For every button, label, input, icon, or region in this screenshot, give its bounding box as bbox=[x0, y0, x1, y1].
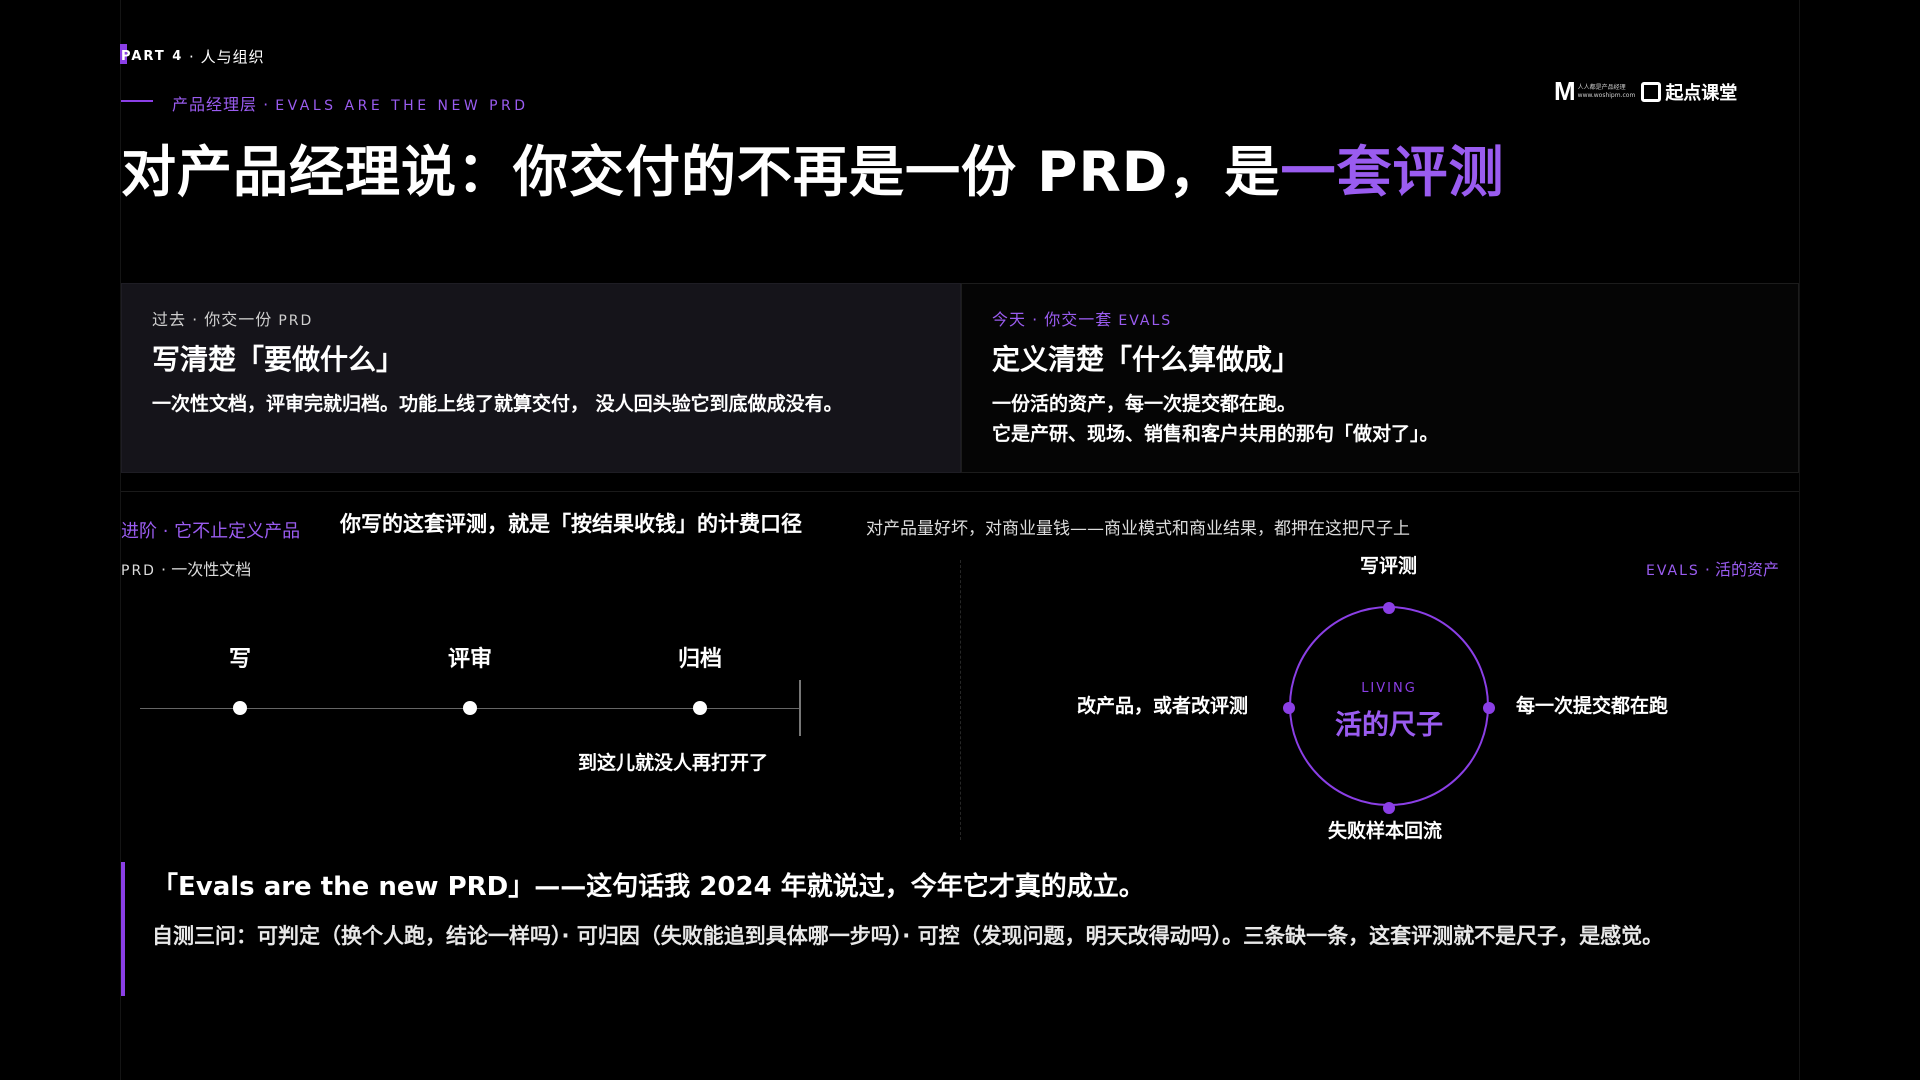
section-divider bbox=[121, 491, 1799, 492]
timeline-dot-archive bbox=[693, 701, 707, 715]
timeline-step-label-review: 评审 bbox=[447, 647, 492, 672]
advance-label: 进阶 · 它不止定义产品 bbox=[121, 521, 301, 542]
advance-subtext: 对产品量好坏，对商业量钱——商业模式和商业结果，都押在这把尺子上 bbox=[866, 519, 1410, 539]
cycle-label-top: 写评测 bbox=[1360, 555, 1418, 577]
past-card: 过去 · 你交一份 PRD 写清楚「要做什么」 一次性文档，评审完就归档。功能上… bbox=[121, 283, 961, 473]
quote-headline: 「Evals are the new PRD」——这句话我 2024 年就说过，… bbox=[152, 872, 1145, 902]
grid-line-right bbox=[1799, 0, 1800, 1080]
section-label: 产品经理层 · EVALS ARE THE NEW PRD bbox=[172, 91, 529, 115]
logo-small-line1: 人人都是产品经理 bbox=[1577, 83, 1626, 91]
grid-line-left bbox=[120, 0, 121, 1080]
logo-small-line2: www.woshipm.com bbox=[1577, 91, 1636, 99]
logo-brand-name: 起点课堂 bbox=[1665, 82, 1738, 104]
timeline-dot-review bbox=[463, 701, 477, 715]
cycle-dot-left bbox=[1283, 702, 1295, 714]
woshipm-logo-mark: M bbox=[1554, 76, 1576, 106]
today-card-kicker: 今天 · 你交一套 EVALS bbox=[992, 306, 1172, 330]
past-card-body: 一次性文档，评审完就归档。功能上线了就算交付， 没人回头验它到底做成没有。 bbox=[152, 393, 843, 415]
quote-body: 自测三问：可判定（换个人跑，结论一样吗）· 可归因（失败能追到具体哪一步吗）· … bbox=[152, 924, 1664, 948]
logo-small-text: 人人都是产品经理 www.woshipm.com bbox=[1578, 84, 1636, 100]
cycle-label-bottom: 失败样本回流 bbox=[1328, 820, 1443, 842]
today-card: 今天 · 你交一套 EVALS 定义清楚「什么算做成」 一份活的资产，每一次提交… bbox=[961, 283, 1799, 473]
page-title-main: 对产品经理说：你交付的不再是一份 PRD，是 bbox=[121, 140, 1281, 204]
section-label-en: EVALS ARE THE NEW PRD bbox=[275, 98, 529, 114]
today-card-body-line1: 一份活的资产，每一次提交都在跑。 bbox=[992, 393, 1297, 415]
cycle-center-kicker: LIVING bbox=[1361, 681, 1417, 696]
part-tag: PART 4 · 人与组织 bbox=[120, 44, 265, 67]
evals-side-label-cn: · 活的资产 bbox=[1699, 560, 1780, 579]
page-title: 对产品经理说：你交付的不再是一份 PRD，是一套评测 bbox=[121, 127, 1504, 207]
past-card-kicker: 过去 · 你交一份 PRD bbox=[152, 306, 313, 330]
prd-side-label-cn: · 一次性文档 bbox=[155, 560, 252, 579]
past-card-kicker-cn: 过去 · 你交一份 bbox=[152, 310, 273, 329]
cycle-label-right: 每一次提交都在跑 bbox=[1516, 695, 1669, 717]
cycle-dot-top bbox=[1383, 602, 1395, 614]
quote-accent-bar bbox=[121, 862, 125, 996]
part-name: 人与组织 bbox=[200, 48, 265, 66]
timeline-end-marker bbox=[799, 680, 801, 736]
cycle-dot-bottom bbox=[1383, 802, 1395, 814]
today-card-body: 一份活的资产，每一次提交都在跑。 它是产研、现场、销售和客户共用的那句「做对了」… bbox=[992, 389, 1439, 449]
part-marker bbox=[120, 44, 127, 64]
section-accent-line bbox=[121, 100, 153, 102]
part-number: PART 4 bbox=[121, 49, 184, 64]
part-separator: · bbox=[183, 47, 201, 66]
section-label-sep: · bbox=[257, 95, 276, 114]
past-card-title: 写清楚「要做什么」 bbox=[152, 343, 405, 376]
cycle-center-title: 活的尺子 bbox=[1335, 710, 1443, 741]
section-label-cn: 产品经理层 bbox=[172, 95, 258, 114]
advance-headline: 你写的这套评测，就是「按结果收钱」的计费口径 bbox=[340, 512, 802, 536]
today-card-kicker-cn: 今天 · 你交一套 bbox=[992, 310, 1113, 329]
page-title-highlight: 一套评测 bbox=[1280, 140, 1505, 204]
timeline-step-label-archive: 归档 bbox=[677, 647, 722, 672]
cycle-dot-right bbox=[1483, 702, 1495, 714]
column-divider bbox=[960, 560, 961, 840]
timeline-dot-write bbox=[233, 701, 247, 715]
evals-side-label: EVALS · 活的资产 bbox=[1646, 556, 1779, 580]
evals-side-label-en: EVALS bbox=[1646, 563, 1700, 579]
prd-side-label-en: PRD bbox=[121, 563, 156, 579]
today-card-body-line2: 它是产研、现场、销售和客户共用的那句「做对了」。 bbox=[992, 423, 1439, 445]
prd-side-label: PRD · 一次性文档 bbox=[121, 556, 251, 580]
past-card-kicker-en: PRD bbox=[278, 313, 314, 329]
timeline-step-label-write: 写 bbox=[228, 647, 251, 672]
cycle-label-left: 改产品，或者改评测 bbox=[1077, 695, 1249, 717]
qidian-logo-icon bbox=[1641, 81, 1662, 102]
brand-logo: M 人人都是产品经理 www.woshipm.com 起点课堂 bbox=[1554, 76, 1737, 107]
today-card-kicker-en: EVALS bbox=[1118, 313, 1173, 329]
today-card-title: 定义清楚「什么算做成」 bbox=[992, 343, 1301, 376]
timeline-end-note: 到这儿就没人再打开了 bbox=[578, 752, 769, 774]
